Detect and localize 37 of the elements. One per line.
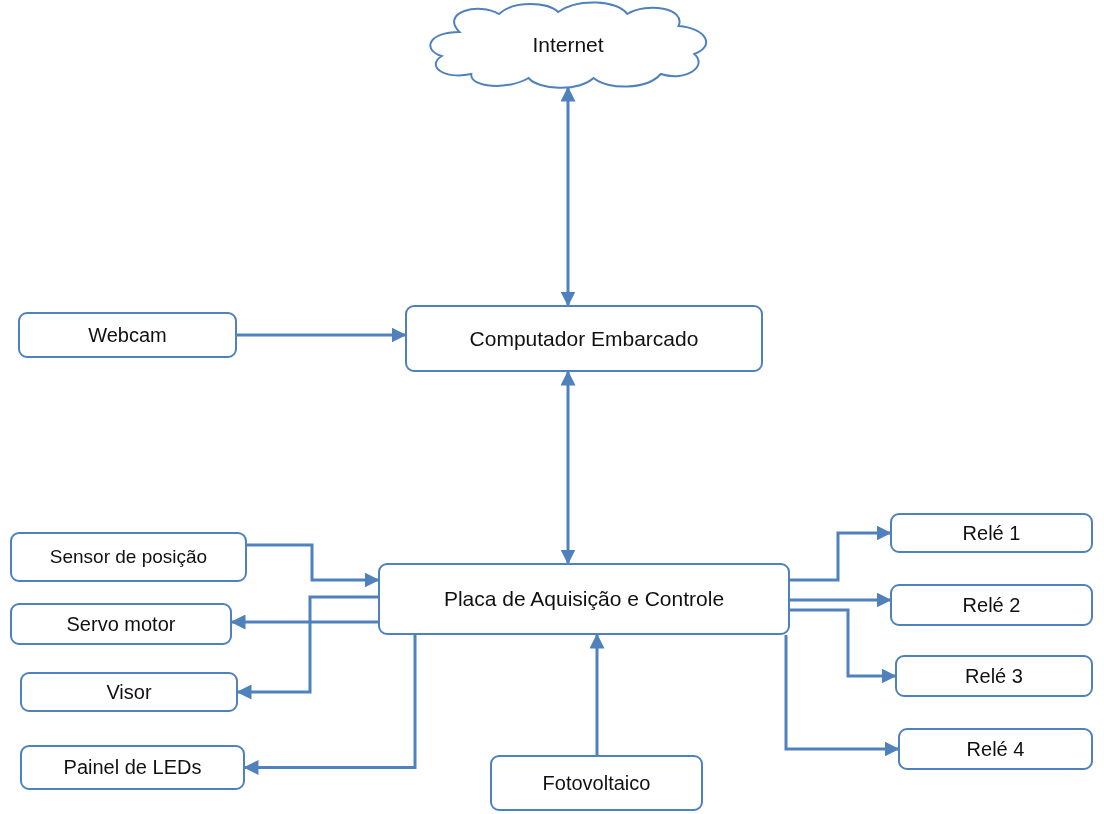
process-box [18, 312, 237, 358]
arrow [243, 635, 417, 775]
node-label: Relé 4 [966, 737, 1025, 761]
node-label: Internet [532, 33, 604, 57]
process-box [378, 563, 790, 635]
arrow [790, 525, 892, 582]
process-box [895, 655, 1093, 697]
arrow [237, 327, 407, 343]
arrow [790, 608, 897, 684]
node-label: Computador Embarcado [469, 326, 699, 351]
process-box [20, 745, 245, 790]
process-box [20, 672, 238, 712]
node-label: Fotovoltaico [542, 771, 651, 795]
process-box [490, 755, 703, 811]
node-label: Webcam [88, 323, 167, 347]
node-label: Visor [106, 680, 152, 704]
arrow [236, 595, 378, 700]
node-label: Relé 3 [965, 664, 1023, 688]
arrow [589, 633, 605, 755]
node-label: Sensor de posição [49, 546, 208, 568]
process-box [890, 513, 1093, 553]
arrow [247, 543, 380, 588]
node-label: Placa de Aquisição e Controle [443, 587, 725, 611]
arrow [784, 635, 900, 757]
node-label: Painel de LEDs [63, 756, 202, 779]
process-box [898, 728, 1093, 770]
process-box [10, 532, 247, 582]
node-label: Relé 1 [962, 521, 1021, 545]
node-label: Relé 2 [962, 593, 1021, 617]
arrow [230, 614, 378, 630]
arrow [560, 86, 576, 307]
process-box [405, 305, 763, 372]
arrow [560, 370, 576, 565]
process-box [890, 584, 1093, 626]
arrow [790, 592, 892, 608]
node-label: Servo motor [66, 612, 176, 636]
process-box [10, 603, 232, 645]
